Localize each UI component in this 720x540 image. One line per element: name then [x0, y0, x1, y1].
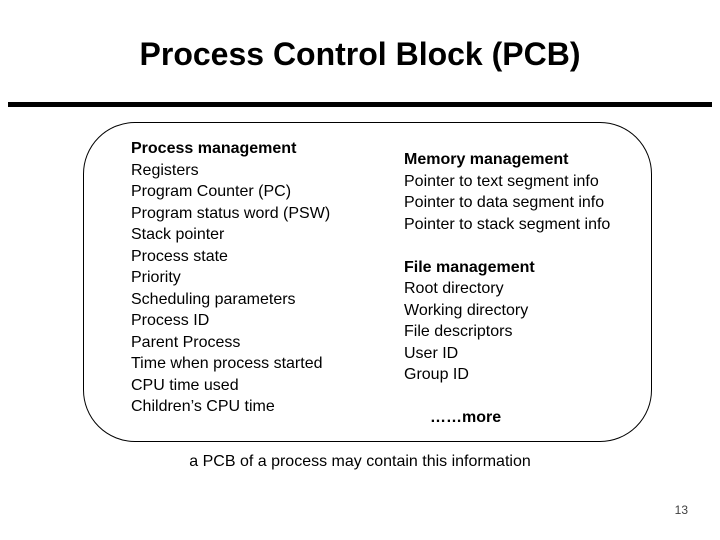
list-item: Time when process started	[131, 355, 323, 372]
section-gap	[404, 386, 610, 408]
list-item: Working directory	[404, 301, 529, 319]
list-item: Root directory	[404, 280, 504, 297]
memory-file-column: Memory management Pointer to text segmen…	[404, 149, 610, 429]
list-item: Registers	[131, 161, 199, 179]
list-item: Stack pointer	[131, 226, 225, 243]
slide-caption: a PCB of a process may contain this info…	[189, 453, 531, 470]
process-management-header: Process management	[131, 140, 297, 157]
list-item: Program status word (PSW)	[131, 204, 331, 222]
file-management-header: File management	[404, 258, 535, 276]
pcb-rounded-box	[83, 122, 652, 442]
list-item: Program Counter (PC)	[131, 183, 292, 200]
list-item: User ID	[404, 344, 459, 362]
list-item: Process state	[131, 247, 228, 265]
list-item: Parent Process	[131, 333, 241, 351]
title-divider-rule	[8, 102, 712, 107]
process-management-column: Process management Registers Program Cou…	[131, 138, 330, 418]
list-item: Pointer to stack segment info	[404, 215, 611, 233]
list-item: Pointer to data segment info	[404, 194, 605, 211]
list-item: File descriptors	[404, 323, 513, 340]
page-title: Process Control Block (PCB)	[139, 36, 581, 72]
page-number: 13	[674, 503, 688, 517]
list-item: Process ID	[131, 312, 210, 329]
list-item: Priority	[131, 269, 181, 286]
memory-management-header: Memory management	[404, 151, 569, 168]
more-label: ……more	[430, 409, 502, 426]
list-item: Children’s CPU time	[131, 398, 275, 415]
list-item: CPU time used	[131, 376, 239, 394]
section-gap	[404, 235, 610, 257]
list-item: Group ID	[404, 366, 469, 383]
list-item: Scheduling parameters	[131, 290, 296, 308]
list-item: Pointer to text segment info	[404, 172, 599, 190]
